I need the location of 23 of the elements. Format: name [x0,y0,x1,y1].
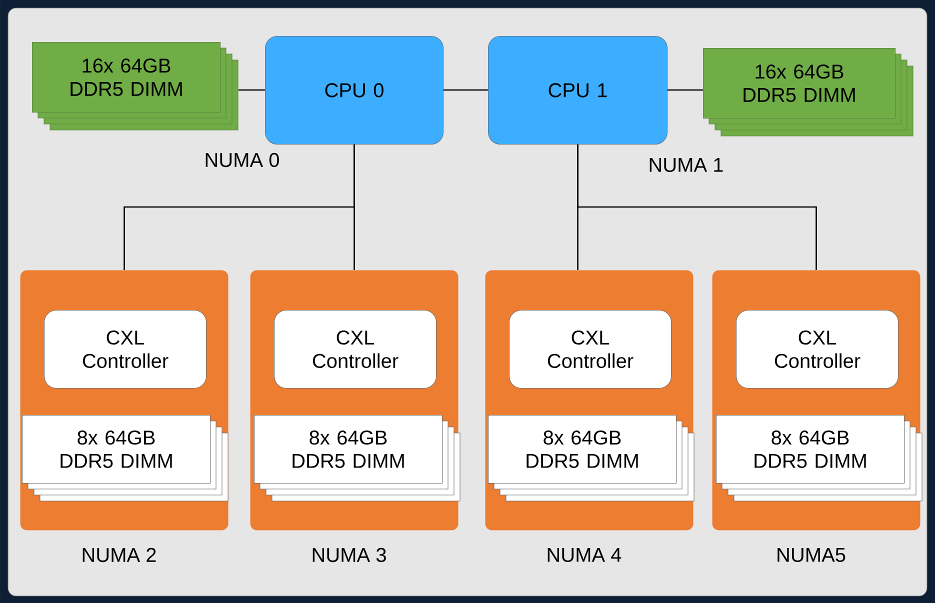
numa-label: NUMA 3 [312,548,386,562]
connector-line [444,89,488,91]
dimm-stack: 8x 64GB DDR5 DIMM [22,415,228,502]
controller-box: CXL Controller [736,310,899,389]
dimm-stack: 8x 64GB DDR5 DIMM [716,415,922,502]
controller-box: CXL Controller [509,310,672,389]
controller-box: CXL Controller [274,310,437,389]
connector-line [577,144,817,270]
connector-line [668,89,703,91]
numa-label: NUMA5 [778,548,846,562]
cpu-box: CPU 1 [488,36,668,145]
dimm-stack: 16x 64GB DDR5 DIMM [703,48,914,136]
dimm-stack: 8x 64GB DDR5 DIMM [488,415,694,502]
connector-line [238,89,265,91]
controller-box: CXL Controller [44,310,207,389]
cpu-box: CPU 0 [265,36,444,145]
numa-label: NUMA 2 [82,548,156,562]
connector-line [354,144,355,270]
numa-label: NUMA 1 [650,158,723,172]
numa-label: NUMA 0 [206,152,279,168]
dimm-stack: 8x 64GB DDR5 DIMM [254,415,460,502]
dimm-stack: 16x 64GB DDR5 DIMM [32,42,238,130]
numa-label: NUMA 4 [548,548,622,562]
